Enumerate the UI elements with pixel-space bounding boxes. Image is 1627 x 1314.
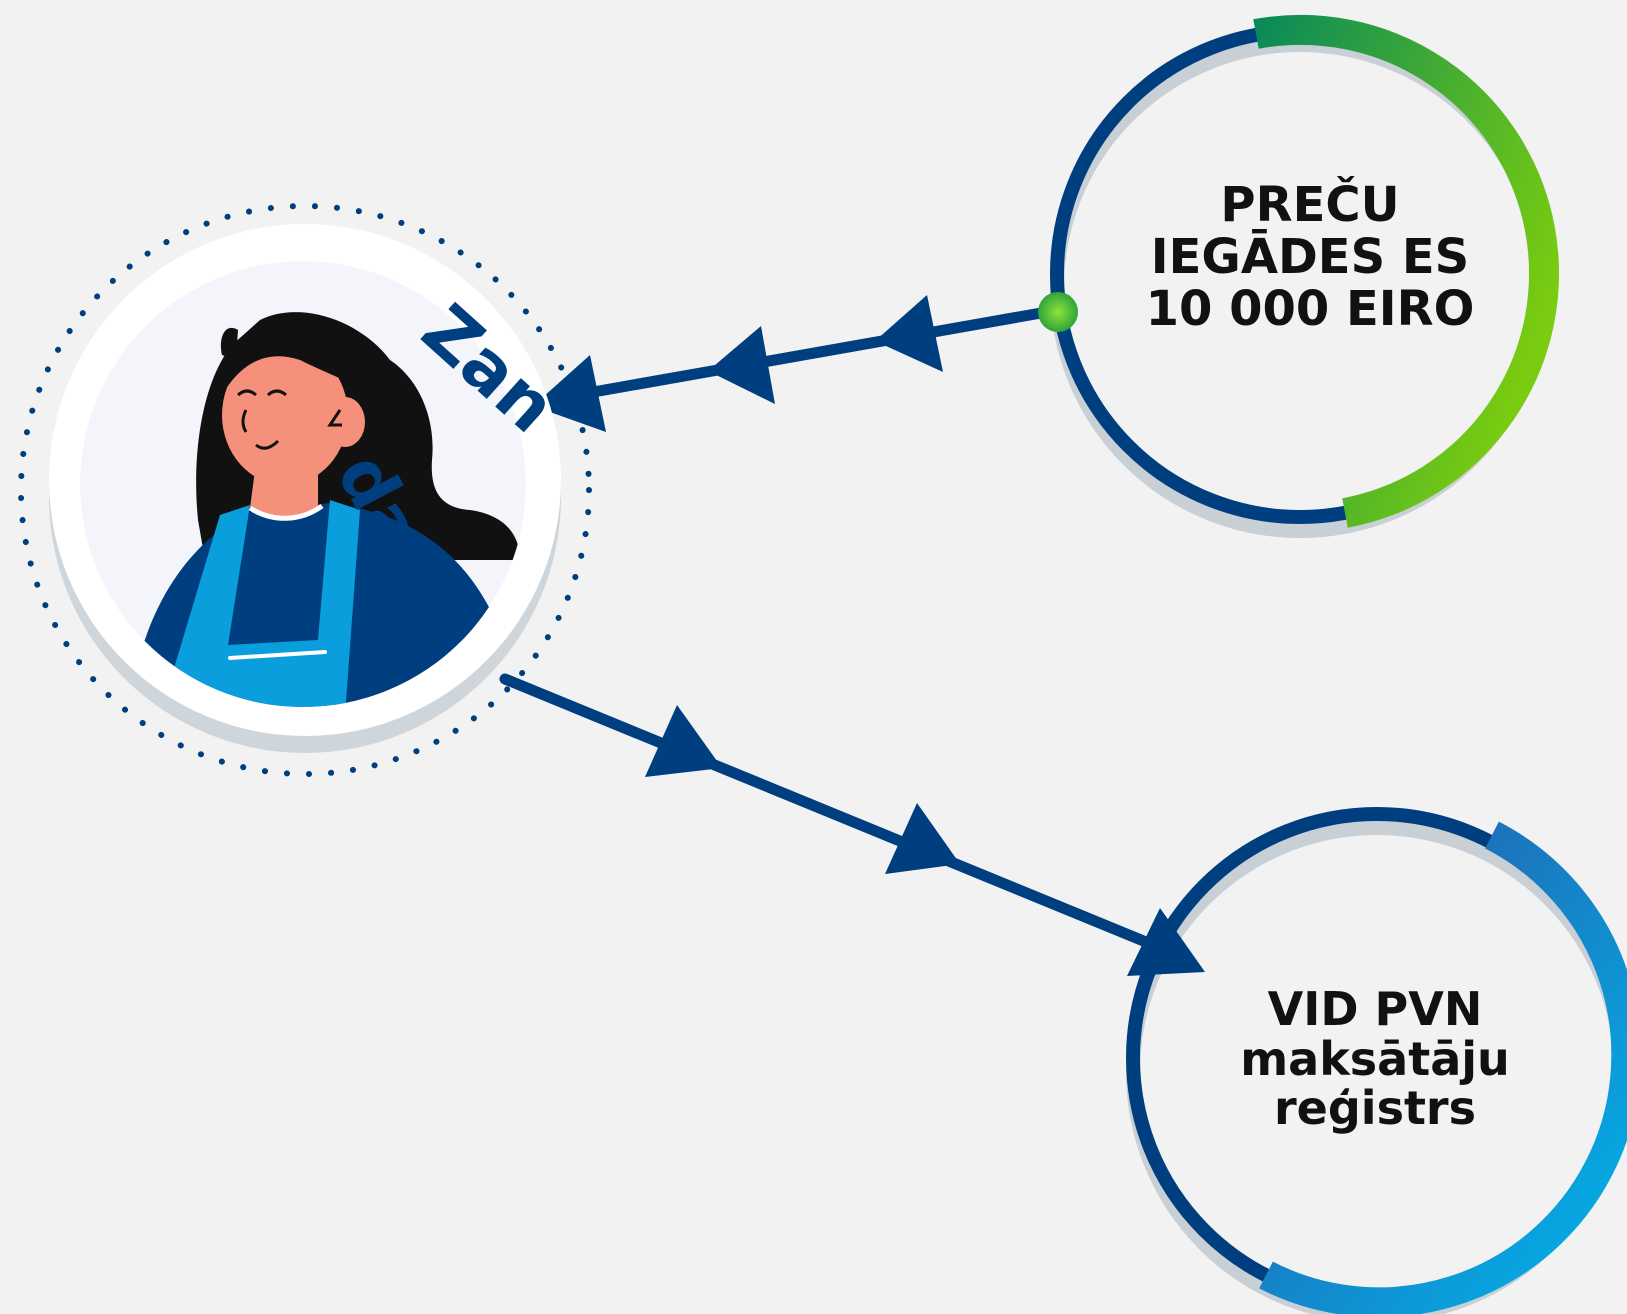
connector-purchase-to-person (533, 292, 1078, 432)
triangle-arrow-icon (645, 705, 722, 777)
avatar (80, 261, 526, 707)
purchase-node-label-line: 10 000 EIRO (1145, 280, 1475, 337)
green-dot-icon (1038, 292, 1078, 332)
purchase-node-progress-arc (1253, 14, 1560, 528)
registry-node-label-line: maksātāju (1240, 1031, 1510, 1086)
purchase-node (1050, 14, 1560, 538)
triangle-arrow-icon (885, 803, 960, 874)
connector-line (499, 673, 1191, 964)
connector-person-to-registry (499, 673, 1205, 976)
triangle-arrow-icon (875, 295, 943, 372)
purchase-node-label: PREČU IEGĀDES ES 10 000 EIRO (1110, 177, 1510, 337)
registry-node-label: VID PVN maksātāju reģistrs (1175, 982, 1575, 1136)
connector-line (542, 304, 1064, 406)
registry-node-progress-arc (1259, 821, 1627, 1314)
purchase-node-label-line: PREČU (1220, 177, 1400, 233)
registry-node-label-line: reģistrs (1273, 1081, 1476, 1136)
triangle-arrow-icon (708, 326, 775, 404)
triangle-arrow-icon (1127, 908, 1205, 976)
person-node: Zan da (18, 203, 592, 777)
registry-node (1126, 807, 1627, 1314)
purchase-node-label-line: IEGĀDES ES (1150, 228, 1470, 285)
triangle-arrow-icon (533, 355, 606, 432)
registry-node-label-line: VID PVN (1267, 982, 1483, 1036)
person-dotted-ring (18, 203, 592, 777)
